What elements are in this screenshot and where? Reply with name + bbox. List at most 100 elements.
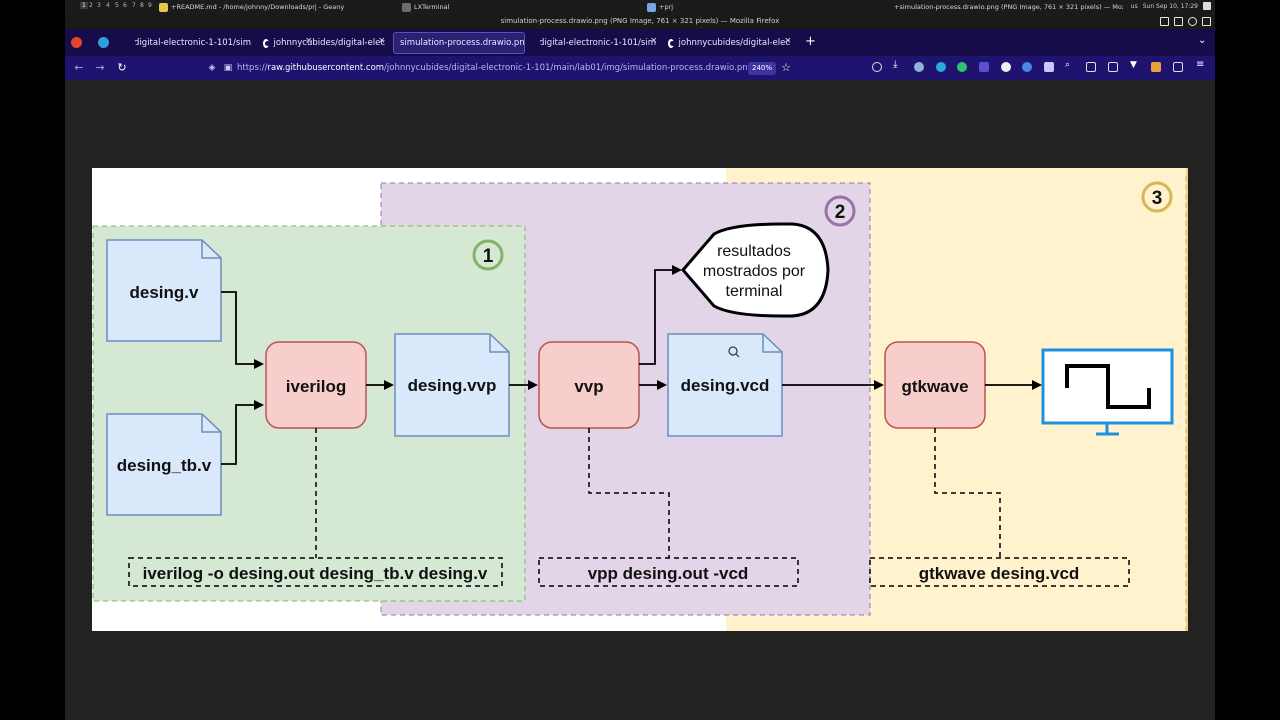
new-tab-icon[interactable]: + <box>805 34 816 49</box>
workspace-1[interactable]: 1 <box>80 2 88 9</box>
task-prj[interactable]: +prj <box>647 2 707 12</box>
extension-icon[interactable] <box>1151 62 1161 72</box>
lock-icon[interactable]: ▣ <box>223 63 233 73</box>
minimize-icon[interactable] <box>1160 17 1169 26</box>
svg-text:resultados: resultados <box>717 243 791 260</box>
tab-digital-electronic-2[interactable]: digital-electronic-1-101/sim <box>528 32 656 54</box>
forward-icon[interactable]: → <box>95 61 105 74</box>
url-bar[interactable]: https://raw.githubusercontent.com/johnny… <box>237 61 797 76</box>
github-icon <box>263 38 270 48</box>
close-tab-icon[interactable]: × <box>305 36 313 46</box>
stage-3-badge: 3 <box>1141 181 1173 213</box>
tab-digital-electronic-1[interactable]: digital-electronic-1-101/sim <box>123 32 251 54</box>
task-lxterminal[interactable]: LXTerminal <box>402 2 522 12</box>
command-gtkwave: gtkwave desing.vcd <box>869 557 1130 587</box>
file-desing-vvp: desing.vvp <box>394 333 510 437</box>
tab-bar: digital-electronic-1-101/sim johnnycubid… <box>65 29 1215 56</box>
svg-text:1: 1 <box>483 246 494 267</box>
workspace-3[interactable]: 3 <box>97 2 101 9</box>
firefox-view-icon[interactable] <box>71 37 82 48</box>
svg-text:mostrados por: mostrados por <box>703 263 806 280</box>
telegram-ext-icon[interactable] <box>936 62 946 72</box>
workspace-8[interactable]: 8 <box>140 2 144 9</box>
reload-icon[interactable]: ↻ <box>117 61 127 74</box>
tab-label: digital-electronic-1-101/sim <box>134 38 251 48</box>
viewport: 1 2 3 desing.v <box>65 80 1215 720</box>
tool-vvp: vvp <box>538 341 640 429</box>
zoom-level-badge[interactable]: 240% <box>748 62 777 75</box>
sticky-icon[interactable] <box>1188 17 1197 26</box>
extension-icon[interactable] <box>914 62 924 72</box>
url-path: /johnnycubides/digital-electronic-1-101/… <box>384 63 754 73</box>
connector-arrows <box>221 265 1042 465</box>
svg-text:terminal: terminal <box>726 283 783 300</box>
svg-text:desing.v: desing.v <box>130 283 200 302</box>
png-image[interactable]: 1 2 3 desing.v <box>92 168 1188 631</box>
workspace-9[interactable]: 9 <box>148 2 152 9</box>
folder-icon <box>647 2 656 12</box>
svg-text:3: 3 <box>1152 188 1163 209</box>
clock[interactable]: Sun Sep 10, 17:29 <box>1142 2 1198 10</box>
window-title: simulation-process.drawio.png (PNG Image… <box>65 14 1215 29</box>
extensions-puzzle-icon[interactable] <box>1173 62 1183 72</box>
task-geany[interactable]: +README.md - /home/johnny/Downloads/prj … <box>159 2 349 12</box>
tab-johnnycubides-2[interactable]: johnnycubides/digital-elec <box>662 32 790 54</box>
command-links <box>315 428 1001 558</box>
task-firefox[interactable]: +simulation-process.drawio.png (PNG Imag… <box>891 2 1123 12</box>
extension-icon[interactable] <box>1022 62 1032 72</box>
desktop-panel: 1 2 3 4 5 6 7 8 9 +README.md - /home/joh… <box>65 0 1215 14</box>
tool-iverilog: iverilog <box>265 341 367 429</box>
workspace-5[interactable]: 5 <box>115 2 119 9</box>
tab-johnnycubides-1[interactable]: johnnycubides/digital-elec <box>257 32 385 54</box>
system-tray: us Sun Sep 10, 17:29 <box>1131 2 1211 10</box>
close-tab-icon[interactable]: × <box>378 36 386 46</box>
terminal-output-shape: resultados mostrados por terminal <box>681 222 830 318</box>
extension-icon[interactable] <box>1086 62 1096 72</box>
file-desing-vcd: desing.vcd <box>667 333 783 437</box>
tracking-shield-icon[interactable]: ◈ <box>208 63 216 73</box>
window-controls <box>1160 14 1211 29</box>
downloads-icon[interactable]: ⤓ <box>893 59 898 70</box>
github-icon <box>668 38 675 48</box>
tray-app-icon[interactable] <box>1203 2 1211 10</box>
svg-text:desing.vcd: desing.vcd <box>681 376 770 395</box>
telegram-icon[interactable] <box>98 37 109 48</box>
whatsapp-icon[interactable] <box>957 62 967 72</box>
extension-icon[interactable] <box>1044 62 1054 72</box>
extension-icon[interactable] <box>979 62 989 72</box>
extension-icon[interactable] <box>1108 62 1118 72</box>
command-vpp: vpp desing.out -vcd <box>538 557 799 587</box>
workspace-6[interactable]: 6 <box>123 2 127 9</box>
close-window-icon[interactable] <box>1202 17 1211 26</box>
url-scheme: https:// <box>237 63 268 73</box>
tool-gtkwave: gtkwave <box>884 341 986 429</box>
svg-text:2: 2 <box>835 202 846 223</box>
tab-simulation-process[interactable]: simulation-process.drawio.pn × <box>393 32 525 54</box>
workspace-2[interactable]: 2 <box>89 2 93 9</box>
desktop-screen: 1 2 3 4 5 6 7 8 9 +README.md - /home/joh… <box>65 0 1215 720</box>
back-icon[interactable]: ← <box>74 61 84 74</box>
nav-bar: ← → ↻ ◈ ▣ https://raw.githubusercontent.… <box>65 56 1215 80</box>
svg-text:iverilog: iverilog <box>286 377 346 396</box>
search-icon[interactable]: ⌕ <box>1065 60 1071 70</box>
keyboard-layout[interactable]: us <box>1130 2 1138 10</box>
bookmark-star-icon[interactable]: ☆ <box>781 61 791 74</box>
pocket-icon[interactable] <box>872 62 882 72</box>
workspace-7[interactable]: 7 <box>132 2 136 9</box>
close-tab-icon[interactable]: × <box>784 36 792 46</box>
workspace-4[interactable]: 4 <box>106 2 110 9</box>
url-host: raw.githubusercontent.com <box>267 63 385 73</box>
stage-1-badge: 1 <box>472 239 504 271</box>
extension-icon[interactable]: ▼ <box>1130 60 1137 70</box>
task-label: +README.md - /home/johnny/Downloads/prj … <box>171 3 345 11</box>
menu-icon[interactable]: ≡ <box>1196 59 1205 70</box>
maximize-icon[interactable] <box>1174 17 1183 26</box>
simulation-process-diagram: 1 2 3 desing.v <box>92 168 1188 631</box>
svg-text:desing_tb.v: desing_tb.v <box>117 456 212 475</box>
extension-icon[interactable] <box>1001 62 1011 72</box>
svg-text:vvp: vvp <box>574 377 603 396</box>
list-tabs-icon[interactable]: ⌄ <box>1198 35 1207 46</box>
task-label: +prj <box>659 3 674 11</box>
close-tab-icon[interactable]: × <box>650 36 658 46</box>
file-desing-v: desing.v <box>106 239 222 342</box>
